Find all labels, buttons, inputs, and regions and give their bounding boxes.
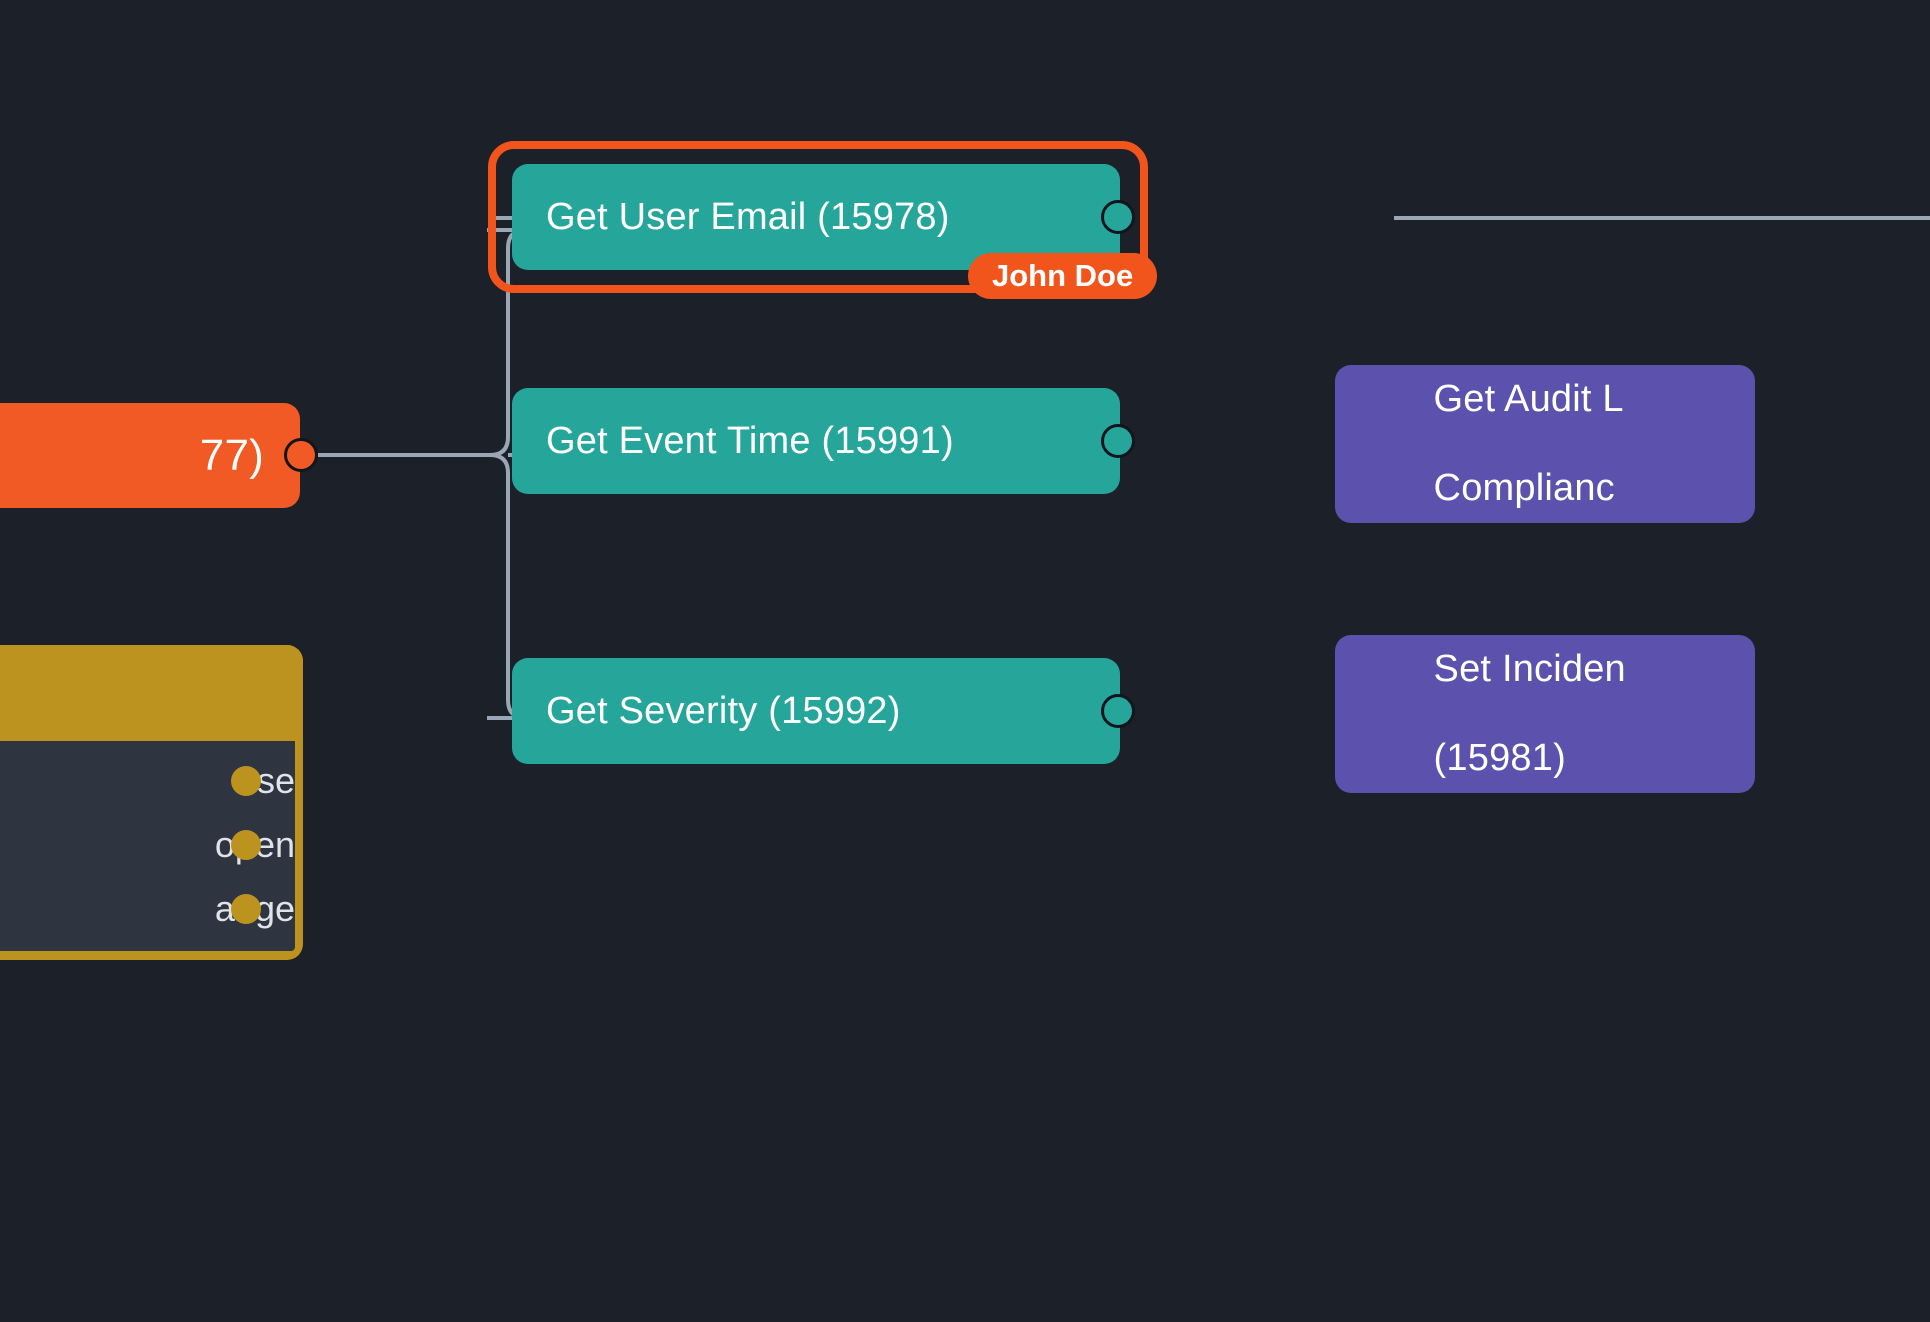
get-event-time-output-port[interactable] — [1101, 424, 1135, 458]
get-severity-output-port[interactable] — [1101, 694, 1135, 728]
node-trigger-label: 77) — [199, 430, 264, 480]
node-get-audit-log-line1: Get Audit L — [1433, 377, 1624, 420]
node-get-event-time-label: Get Event Time (15991) — [546, 419, 954, 462]
node-get-audit-log-line2: Complianc — [1433, 467, 1615, 510]
switch-row[interactable]: open — [0, 813, 295, 877]
switch-row-label: se — [256, 760, 295, 801]
node-get-audit-log-label: Get Audit L Complianc — [1335, 332, 1658, 556]
node-get-severity[interactable]: Get Severity (15992) — [512, 658, 1120, 764]
node-set-incident[interactable]: Set Inciden (15981) — [1335, 635, 1755, 793]
node-get-user-email[interactable]: Get User Email (15978) — [512, 164, 1120, 270]
switch-row[interactable]: se — [0, 749, 295, 813]
node-get-severity-label: Get Severity (15992) — [546, 689, 901, 732]
get-user-email-output-port[interactable] — [1101, 200, 1135, 234]
node-switch-group[interactable]: se open ange — [0, 645, 303, 960]
node-get-event-time[interactable]: Get Event Time (15991) — [512, 388, 1120, 494]
edge-trigger-to-branches — [318, 228, 527, 720]
node-set-incident-line2: (15981) — [1433, 737, 1566, 780]
switch-row-port-icon[interactable] — [231, 894, 261, 924]
node-get-user-email-label: Get User Email (15978) — [546, 195, 950, 238]
node-trigger[interactable]: 77) — [0, 403, 300, 508]
switch-row-port-icon[interactable] — [231, 766, 261, 796]
assignee-badge[interactable]: John Doe — [968, 253, 1158, 299]
node-get-audit-log[interactable]: Get Audit L Complianc — [1335, 365, 1755, 523]
switch-group-body: se open ange — [0, 741, 295, 951]
switch-row[interactable]: ange — [0, 877, 295, 941]
node-set-incident-label: Set Inciden (15981) — [1335, 602, 1660, 826]
switch-row-port-icon[interactable] — [231, 830, 261, 860]
node-set-incident-line1: Set Inciden — [1433, 647, 1626, 690]
trigger-output-port[interactable] — [284, 438, 318, 472]
switch-group-header — [0, 645, 303, 741]
